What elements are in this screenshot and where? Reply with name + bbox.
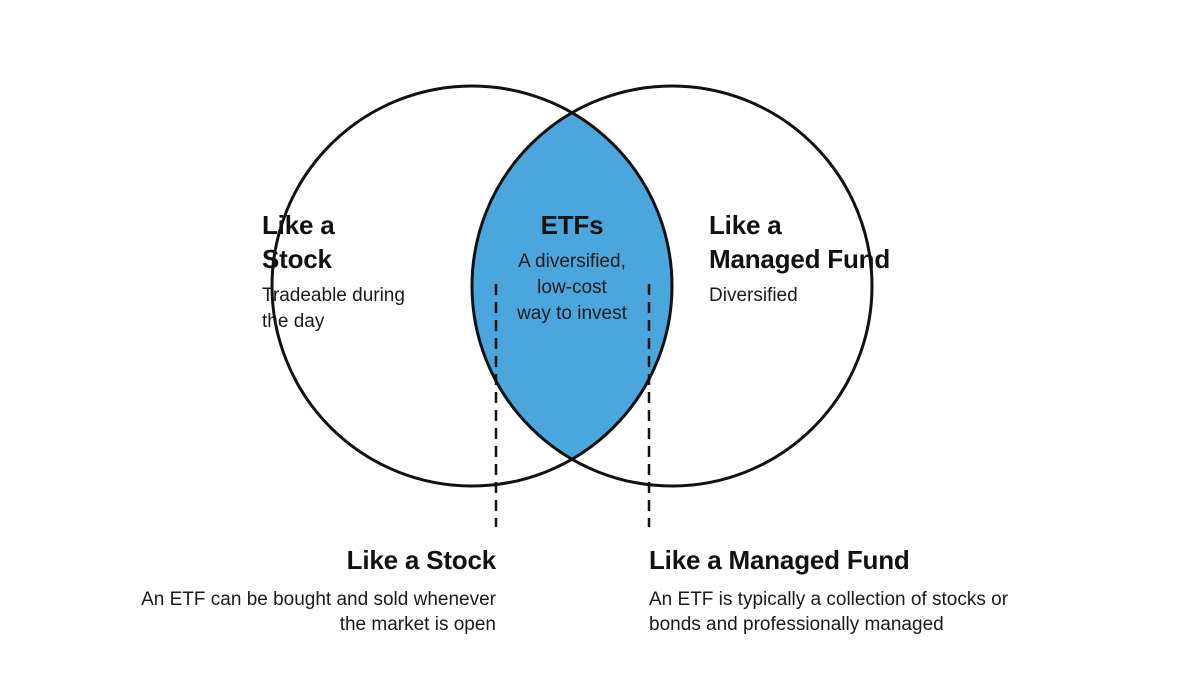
bottom-left-desc-line2: the market is open	[339, 614, 496, 635]
left-circle-stock	[270, 84, 674, 488]
overlap-lens-etfs	[472, 113, 672, 459]
right-circle-managed-fund	[470, 84, 874, 488]
right-circle-title-line1: Like a	[709, 210, 782, 240]
bottom-left-title: Like a Stock	[346, 545, 497, 575]
center-desc-line2: low-cost	[537, 277, 607, 298]
left-circle-title-line2: Stock	[262, 244, 332, 274]
bottom-left-desc-line1: An ETF can be bought and sold whenever	[141, 589, 496, 610]
left-circle-desc-line2: the day	[262, 311, 325, 332]
center-desc-line3: way to invest	[517, 303, 627, 324]
bottom-right-desc-line2: bonds and professionally managed	[649, 614, 944, 635]
right-circle-desc-line1: Diversified	[709, 285, 798, 306]
bottom-right-title: Like a Managed Fund	[649, 545, 910, 575]
center-title: ETFs	[540, 210, 604, 240]
right-circle-title-line2: Managed Fund	[709, 244, 891, 274]
left-circle-title-line1: Like a	[262, 210, 335, 240]
center-desc-line1: A diversified,	[518, 251, 626, 272]
left-circle-desc-line1: Tradeable during	[262, 285, 405, 306]
bottom-right-desc-line1: An ETF is typically a collection of stoc…	[649, 589, 1009, 610]
